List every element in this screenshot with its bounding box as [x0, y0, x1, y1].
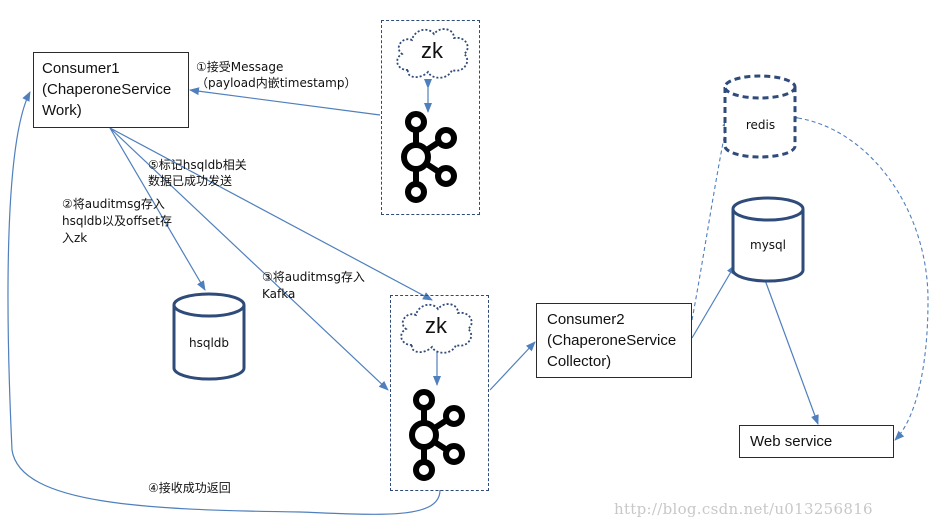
step5-label-line2: 数据已成功发送 [148, 174, 233, 188]
consumer2-box: Consumer2 (ChaperoneService Collector) [536, 303, 692, 378]
step4-label: ④接收成功返回 [148, 481, 231, 495]
kafka-icon [409, 389, 465, 481]
step1-label-line1: ①接受Message [196, 60, 284, 74]
consumer2-line-2: (ChaperoneService [547, 332, 677, 349]
arrow-store-kafka [109, 127, 389, 391]
zk-top-node: zk [390, 22, 474, 84]
step3-label-line1: ③将auditmsg存入 [262, 270, 365, 284]
cluster-bottom [390, 295, 489, 491]
kafka-bottom-node [404, 388, 470, 484]
redis-label: redis [745, 118, 776, 132]
kafka-icon [401, 111, 457, 203]
arrow-receive-ack [7, 91, 441, 515]
consumer1-box: Consumer1 (ChaperoneService Work) [33, 52, 189, 128]
cluster-top [381, 20, 480, 215]
arrow-consumer2-to-redis [691, 117, 731, 321]
consumer2-line-3: Collector) [547, 353, 612, 370]
watermark: http://blog.csdn.net/u013256816 [614, 500, 873, 518]
step2-label-line2: hsqldb以及offset存 [62, 214, 172, 228]
consumer1-line-3: Work) [42, 102, 82, 119]
cloud-icon [396, 28, 469, 79]
step3-label-line2: Kafka [262, 287, 296, 301]
arrow-consumer2-to-mysql [691, 264, 736, 339]
arrow-receive-message [189, 87, 381, 116]
arrow-redis-webservice [788, 112, 929, 441]
webservice-label: Web service [750, 433, 833, 450]
database-icon [172, 292, 246, 381]
hsqldb-label: hsqldb [188, 336, 230, 350]
database-icon [731, 196, 805, 283]
mysql-label: mysql [750, 238, 786, 252]
arrow-store-hsqldb [109, 127, 206, 291]
arrow-mysql-to-webservice [764, 279, 819, 425]
consumer2-line-1: Consumer2 [547, 311, 625, 328]
consumer1-line-1: Consumer1 [42, 60, 120, 77]
hsqldb-database: hsqldb [171, 292, 247, 382]
cloud-icon [400, 303, 473, 354]
step2-label-line1: ②将auditmsg存入 [62, 197, 165, 211]
step5-label-line1: ⑤标记hsqldb相关 [148, 158, 247, 172]
arrow-mark-hsqldb-sent [109, 127, 433, 301]
database-icon [723, 74, 797, 159]
webservice-box: Web service [739, 425, 894, 458]
step1-label-line2: （payload内嵌timestamp） [196, 76, 357, 90]
redis-database: redis [722, 74, 799, 160]
zk-bottom-node: zk [394, 297, 478, 359]
step2-label-line3: 入zk [62, 231, 88, 245]
zk-bottom-label: zk [425, 313, 447, 338]
kafka-top-node [396, 110, 462, 206]
mysql-database: mysql [730, 196, 806, 284]
arrow-kafka-to-consumer2 [489, 341, 536, 391]
consumer1-line-2: (ChaperoneService [42, 81, 172, 98]
zk-top-label: zk [421, 38, 443, 63]
